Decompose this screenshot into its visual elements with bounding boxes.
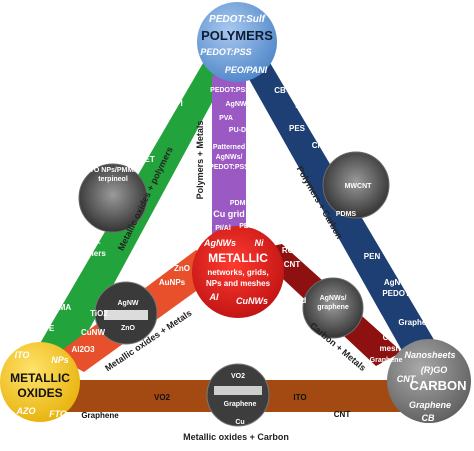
brown-item-vo2: VO2 [154,393,171,402]
brown-item-ito: ITO [293,393,306,402]
metallic-item-cunws: CuNWs [236,296,268,306]
oxides-item-azo: AZO [16,406,36,416]
purple-item-pet: PET [239,223,253,230]
brown-item-graphene: Graphene [81,411,119,420]
inset-mwcnt-line2: PDMS [336,211,357,218]
purple-item-pi-al: PI/Al [215,225,231,232]
purple-item-pdms: PDMS [230,200,251,207]
carbon-item-cb: CB [422,413,435,423]
navy-item-pen: PEN [364,252,381,261]
darkred-item-mesh: mesh [380,344,401,353]
green-item-azo: AZO [180,69,197,78]
inset-agnw-top: AgNW [118,300,139,307]
orange-item-aunps: AuNPs [159,278,186,287]
inset-zno-bottom: ZnO [121,325,136,332]
band-polymers-carbon-items: PCL CB PET PES CNT PI PEN AgNW/ PEDOT:PS… [274,61,436,327]
navy-item-pedotpss: PEDOT:PSS [382,289,428,298]
purple-item-patterned: Patterned [213,144,245,151]
navy-item-pes: PES [289,124,306,133]
green-item-pmma: PMMA [47,303,72,312]
metallic-title: METALLIC [208,251,268,265]
metallic-item-al: Al [209,292,219,302]
inset-ito-line2: terpineol [98,176,128,183]
carbon-item-nanosheets: Nanosheets [404,350,455,360]
oxides-title-line1: METALLIC [10,371,70,385]
band-oxides-carbon-label: Metallic oxides + Carbon [183,432,289,442]
oxides-item-fto: FTO [49,409,67,419]
inset-vo2-graphene-cu: VO2 Graphene Cu [206,363,270,427]
oxides-item-ito: ITO [15,350,30,360]
band-oxides-polymers-items: AZO PI NiO PET Photo- polymers ITO PMMA … [34,69,197,333]
green-item-ito: ITO [60,276,73,285]
navy-item-graphene: Graphene [398,318,436,327]
inset-agnw-zno: AgNW ZnO [94,281,158,345]
polymers-title: POLYMERS [201,28,273,43]
inset-ito-line1: ITO NPs/PMMA [88,167,138,174]
polymers-item-pedotsulf: PEDOT:Sulf [209,14,267,25]
green-item-photo: Photo- [75,238,101,247]
band-polymers-metals-items: PEDOT:PSS AgNW PVA PU-DA Patterned AgNWs… [209,87,253,232]
inset-vo2-mid: Graphene [224,401,257,408]
purple-item-cu-grid: Cu grid [213,209,245,219]
darkred-item-cu: Cu [383,333,394,342]
inset-vo2-bottom: Cu [235,419,244,426]
band-oxides-carbon-items: VO2 ITO CNT Graphene [81,393,350,420]
carbon-item-rgo: (R)GO [421,365,448,375]
inset-agnws-graphene: AgNWs/ graphene [302,277,364,339]
purple-item-puda: PU-DA [229,127,251,134]
polymers-node: PEDOT:Sulf POLYMERS PEDOT:PSS PEO/PANI [197,2,277,82]
oxides-item-nps: NPs [51,355,69,365]
carbon-title: CARBON [409,378,466,393]
inset-vo2-top: VO2 [231,373,245,380]
orange-item-al2o3: Al2O3 [71,345,95,354]
purple-item-agnw: AgNW [226,101,247,108]
metallic-node: AgNWs Ni METALLIC networks, grids, NPs a… [192,226,284,318]
metallic-item-nps-meshes: NPs and meshes [206,279,271,288]
darkred-item-cnt: CNT [284,260,301,269]
band-polymers-metals-label: Polymers + Metals [195,121,205,200]
polymers-item-pedotpss: PEDOT:PSS [200,47,251,57]
darkred-item-graphene: Graphene [370,357,403,364]
green-item-ptfe: PTFE [34,324,55,333]
green-item-polymers: polymers [70,249,106,258]
navy-item-agnw: AgNW/ [384,278,411,287]
purple-item-pedotpss: PEDOT:PSS [210,87,250,94]
green-item-nio: NiO [142,127,156,136]
purple-item-pedotpss-2: PEDOT:PSS [209,164,249,171]
navy-item-pcl: PCL [280,61,296,70]
brown-item-cnt: CNT [334,410,351,419]
carbon-item-graphene: Graphene [409,400,451,410]
inset-agnws-line2: graphene [317,304,349,311]
navy-item-pi: PI [376,234,384,243]
darkred-item-ag-grid: Ag-grid [278,296,307,305]
metallic-item-ni: Ni [255,238,264,248]
inset-mwcnt-pdms: MWCNT PDMS [322,151,390,219]
navy-item-cb: CB [274,86,286,95]
band-carbon-metals-items: RGO CNT Ag-grid Cu mesh Graphene [278,246,403,364]
navy-item-pet: PET [295,101,311,110]
orange-item-cunw: CuNW [81,328,105,337]
darkred-item-rgo: RGO [282,246,300,255]
orange-item-zno: ZnO [174,264,190,273]
metallic-item-networks: networks, grids, [207,268,268,277]
orange-item-tio2: TiO2 [90,309,108,318]
navy-item-cnt: CNT [312,141,329,150]
inset-mwcnt-line1: MWCNT [345,183,373,190]
oxides-title-line2: OXIDES [17,386,62,400]
metallic-item-agnws: AgNWs [203,238,236,248]
orange-item-fto: FTO [90,366,106,375]
band-oxides-metals-items: ZnO AuNPs TiO2 CuNW Al2O3 FTO [71,264,190,375]
carbon-node: Nanosheets (R)GO CNT CARBON Graphene CB [387,339,471,423]
inset-agnws-line1: AgNWs/ [320,295,347,302]
carbon-item-cnt: CNT [397,374,417,384]
metallic-oxides-node: ITO NPs METALLIC OXIDES AZO FTO [0,342,80,422]
purple-item-pva: PVA [219,115,233,122]
purple-item-agnws: AgNWs/ [216,154,243,161]
band-polymers-metals [212,76,246,238]
green-item-pi: PI [175,99,183,108]
inset-ito-nps-pmma: ITO NPs/PMMA terpineol [78,163,148,233]
polymers-item-peo-pani: PEO/PANI [225,65,268,75]
green-item-pet: PET [139,155,155,164]
